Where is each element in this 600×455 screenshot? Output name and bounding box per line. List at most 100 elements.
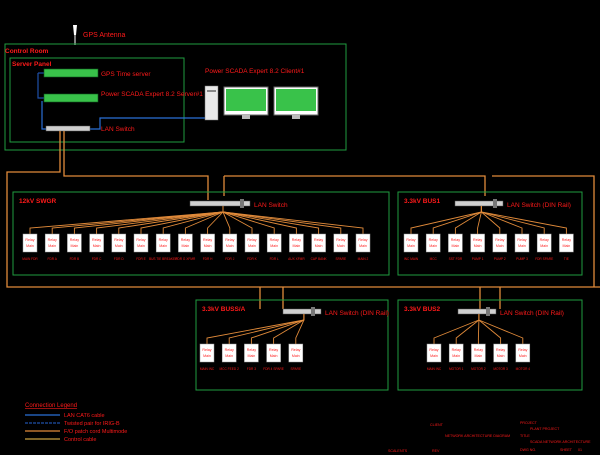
gps-time-server: [43, 68, 99, 78]
panel-lan-switch-label: LAN Switch (DIN Rail): [500, 310, 564, 317]
relay-label: Relay: [518, 348, 527, 352]
relay-label-line2: Main: [159, 244, 167, 248]
relay-label: Relay: [48, 238, 57, 242]
relay-label-line2: Main: [429, 244, 437, 248]
relay-label-line2: Main: [452, 244, 460, 248]
relay-label: Relay: [225, 238, 234, 242]
relay-caption: AUX XFMR: [288, 257, 305, 261]
relay-label-line2: Main: [225, 354, 233, 358]
relay-label-line2: Main: [293, 244, 301, 248]
relay-label: Relay: [70, 238, 79, 242]
scale-field-value: NTS: [400, 449, 408, 453]
client-monitor-1-stand: [242, 115, 250, 119]
relay-label: Relay: [270, 238, 279, 242]
relay-caption: FDR 4 SPARE: [263, 367, 284, 371]
title-field-label: TITLE: [520, 434, 530, 438]
control-room: Control Room Server Panel GPS Time serve…: [4, 43, 347, 151]
panel-title: 3.3kV BUS2: [404, 306, 441, 313]
relay-caption: PUMP 2: [494, 257, 506, 261]
relay-box: [44, 233, 60, 253]
relay-label-line2: Main: [93, 244, 101, 248]
lan-wire-server: [41, 101, 46, 130]
relay-caption: FDR A: [48, 257, 58, 261]
gps-antenna: GPS Antenna: [73, 25, 126, 45]
relay-caption: MOTOR 3: [493, 367, 508, 371]
legend-fiber-label: F/O patch cord Multimode: [64, 429, 127, 435]
relay-caption: PUMP 1: [472, 257, 484, 261]
legend-twisted-label: Twisted pair for IRIG-B: [64, 421, 120, 427]
relay-caption: SPARE: [291, 367, 302, 371]
relay-label-line2: Main: [407, 244, 415, 248]
relay-label: Relay: [473, 238, 482, 242]
relay-caption: FDR D: [114, 257, 124, 261]
client-label: Power SCADA Expert 8.2 Client#1: [205, 68, 305, 75]
relay-box: [22, 233, 38, 253]
relay-caption: MOTOR 2: [471, 367, 486, 371]
relay-link: [295, 314, 305, 344]
relay-box: [448, 233, 463, 253]
legend-title: Connection Legend: [25, 403, 77, 409]
project-field-value: PLANT PROJECT: [530, 427, 560, 431]
relay-label: Relay: [247, 238, 256, 242]
relay-label-line2: Main: [475, 354, 483, 358]
relay-label-line2: Main: [563, 244, 571, 248]
relay-label: Relay: [517, 238, 526, 242]
panel-frame: [397, 191, 583, 276]
relay-label-line2: Main: [182, 244, 190, 248]
relay-label-line2: Main: [115, 244, 123, 248]
legend: Connection Legend LAN CAT6 cable Twisted…: [25, 403, 127, 443]
scada-server: [43, 93, 99, 103]
panel-lan-switch: [189, 200, 251, 207]
relay-label-line2: Main: [430, 354, 438, 358]
relay-link: [478, 314, 524, 344]
relay-box: [67, 233, 82, 253]
relay-label: Relay: [429, 238, 438, 242]
relay-label-line2: Main: [518, 244, 526, 248]
relay-caption: FDR E: [136, 257, 146, 261]
panel-lan-switch: [454, 200, 504, 207]
fiber-ring-left: [6, 131, 600, 288]
relay-box: [244, 233, 260, 253]
relay-label: Relay: [291, 348, 300, 352]
relay-caption: MOTOR 4: [516, 367, 531, 371]
panel-lan-switch: [282, 308, 322, 315]
relay-caption: FDR G XFMR: [175, 257, 196, 261]
panel-title: 3.3kV BUSS/A: [202, 306, 246, 313]
relay-label: Relay: [203, 238, 212, 242]
relay-label-line2: Main: [315, 244, 323, 248]
relay-label: Relay: [247, 348, 256, 352]
relay-caption: MAIN 2: [358, 257, 369, 261]
panel-frame: [195, 299, 389, 391]
relay-caption: FDR J: [225, 257, 234, 261]
relay-caption: FDR 3: [247, 367, 256, 371]
panel-title: 3.3kV BUS1: [404, 198, 441, 205]
relay-label: Relay: [202, 348, 211, 352]
relay-box: [244, 343, 259, 363]
relay-label-line2: Main: [26, 244, 34, 248]
client-monitor-2-screen: [276, 89, 316, 111]
relay-caption: FDR H: [203, 257, 213, 261]
relay-label: Relay: [225, 348, 234, 352]
relay-label: Relay: [429, 348, 438, 352]
relay-label: Relay: [452, 348, 461, 352]
drawing-field-label: DWG NO.: [520, 448, 536, 452]
relay-label-line2: Main: [248, 244, 256, 248]
control-room-frame: [4, 43, 347, 151]
relay-label-line2: Main: [270, 244, 278, 248]
relay-caption: MCC: [430, 257, 438, 261]
relay-caption: FDR K: [247, 257, 257, 261]
relay-label: Relay: [314, 238, 323, 242]
relay-box: [492, 233, 508, 253]
relay-label: Relay: [114, 238, 123, 242]
client-field-label: CLIENT: [430, 423, 444, 427]
relay-box: [221, 343, 237, 363]
legend-control-label: Control cable: [64, 437, 96, 443]
panel-title: 12kV SWGR: [19, 198, 57, 205]
client-monitor-2-stand: [292, 115, 300, 119]
relay-box: [111, 233, 127, 253]
relay-label: Relay: [159, 238, 168, 242]
relay-label-line2: Main: [137, 244, 145, 248]
relay-box: [536, 233, 552, 253]
